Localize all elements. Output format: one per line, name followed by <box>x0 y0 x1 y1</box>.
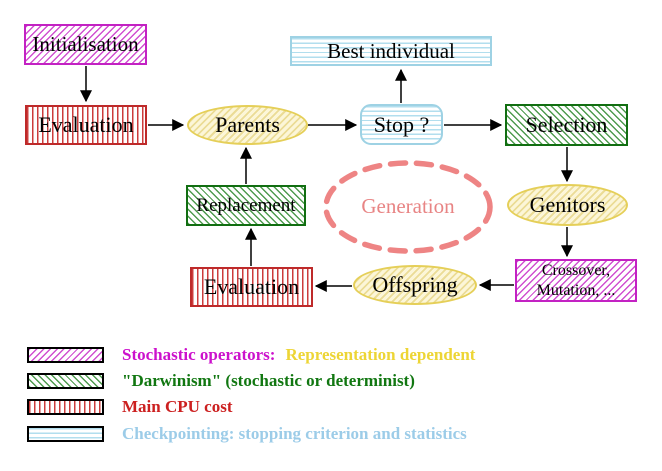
node-genitors: Genitors <box>507 184 628 226</box>
node-crossover-mutation: Crossover, Mutation, ... <box>515 259 637 302</box>
legend-label-main-cpu-cost: Main CPU cost <box>122 396 233 416</box>
legend-swatch-checkpointing <box>27 425 104 442</box>
legend-row-stochastic-operators: Stochastic operators: Representation dep… <box>27 344 476 364</box>
legend-label-darwinism: "Darwinism" (stochastic or determinist) <box>122 370 415 390</box>
node-selection: Selection <box>505 104 628 146</box>
node-evaluation-top: Evaluation <box>25 105 147 145</box>
legend-label-stochastic-operators: Stochastic operators: <box>122 344 276 364</box>
legend-row-main-cpu-cost: Main CPU cost <box>27 396 233 416</box>
node-evaluation-bottom: Evaluation <box>190 267 313 307</box>
node-replacement: Replacement <box>186 185 306 226</box>
crossover-label-line2: Mutation, ... <box>536 281 616 299</box>
crossover-label-line1: Crossover, <box>541 261 611 279</box>
node-best-individual: Best individual <box>290 36 492 66</box>
legend-label-checkpointing: Checkpointing: stopping criterion and st… <box>122 423 467 443</box>
node-initialisation: Initialisation <box>24 24 147 65</box>
node-offspring: Offspring <box>353 265 477 305</box>
legend-swatch-darwinism <box>27 372 104 389</box>
legend-swatch-main-cpu-cost <box>27 398 104 415</box>
node-parents: Parents <box>187 105 308 145</box>
legend-label-representation-dependent: Representation dependent <box>285 344 476 364</box>
node-stop: Stop ? <box>360 104 443 145</box>
legend-row-darwinism: "Darwinism" (stochastic or determinist) <box>27 370 415 390</box>
legend-row-checkpointing: Checkpointing: stopping criterion and st… <box>27 423 467 443</box>
generation-loop-label: Generation <box>361 194 455 218</box>
legend-swatch-stochastic-operators <box>27 346 104 363</box>
